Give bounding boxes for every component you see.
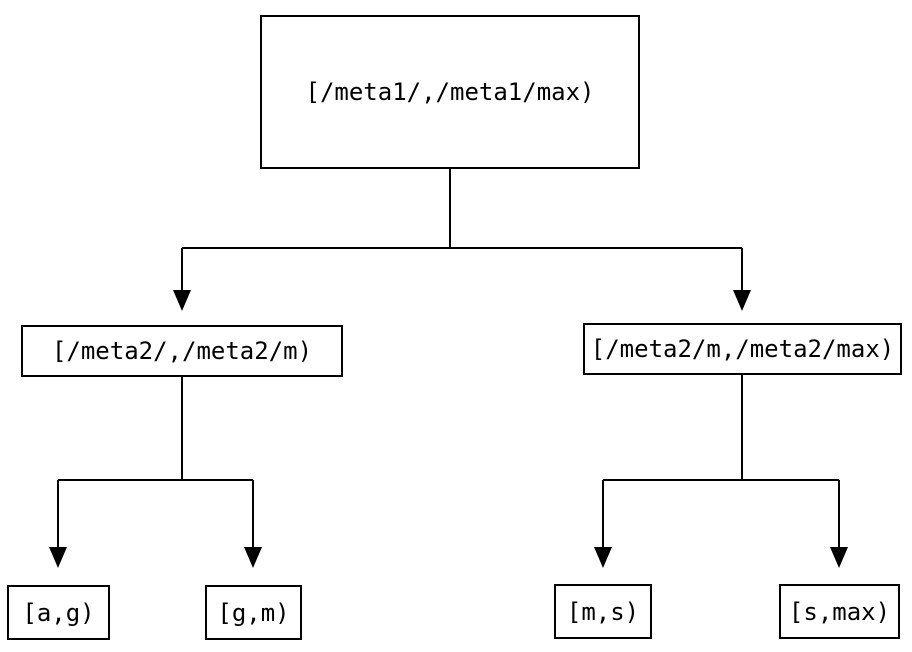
node-label: [g,m) — [217, 598, 290, 627]
node-label: [a,g) — [22, 598, 95, 627]
node-leaf-gm: [g,m) — [205, 585, 302, 640]
node-leaf-ms: [m,s) — [554, 584, 652, 639]
edge-right-split — [594, 375, 848, 568]
node-meta2-left: [/meta2/,/meta2/m) — [21, 325, 343, 377]
node-leaf-ag: [a,g) — [7, 585, 110, 640]
node-label: [/meta1/,/meta1/max) — [305, 78, 595, 106]
arrowhead-down-icon — [49, 547, 67, 568]
node-meta2-right: [/meta2/m,/meta2/max) — [583, 323, 902, 375]
arrowhead-down-icon — [594, 547, 612, 568]
arrowhead-down-icon — [173, 290, 191, 311]
arrowhead-down-icon — [733, 290, 751, 311]
node-label: [/meta2/,/meta2/m) — [51, 337, 313, 365]
arrowhead-down-icon — [244, 547, 262, 568]
edge-root-split — [173, 169, 751, 311]
node-label: [s,max) — [788, 597, 891, 626]
arrowhead-down-icon — [830, 547, 848, 568]
edge-left-split — [49, 377, 262, 568]
node-label: [/meta2/m,/meta2/max) — [590, 335, 895, 363]
node-root-meta1: [/meta1/,/meta1/max) — [260, 15, 640, 169]
node-leaf-smax: [s,max) — [779, 584, 900, 639]
node-label: [m,s) — [566, 597, 640, 626]
